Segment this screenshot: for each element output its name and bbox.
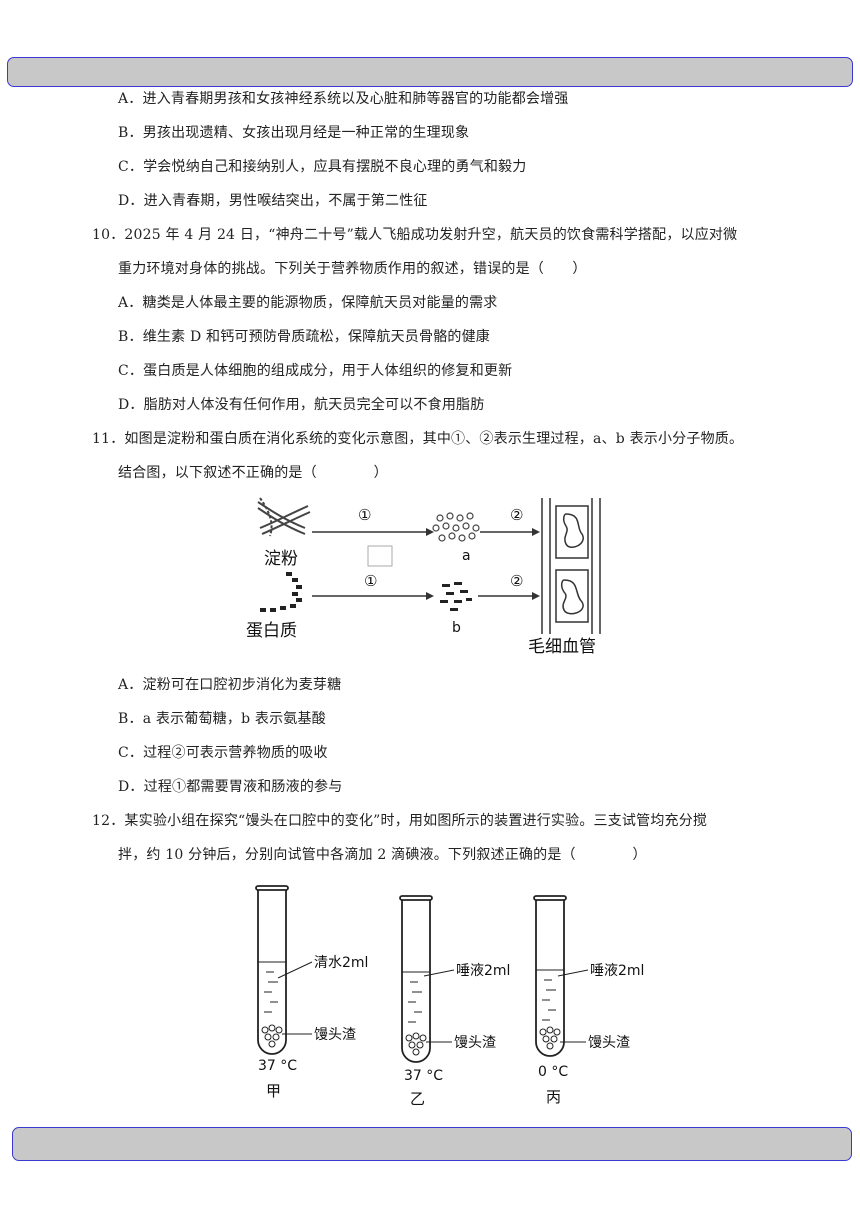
q11-option-c: C．过程②可表示营养物质的吸收 [118,745,328,761]
b-label: b [452,620,461,636]
q9-option-a: A．进入青春期男孩和女孩神经系统以及心脏和肺等器官的功能都会增强 [118,91,569,107]
q10-option-a: A．糖类是人体最主要的能源物质，保障航天员对能量的需求 [118,295,498,311]
q9-option-d: D．进入青春期，男性喉结突出，不属于第二性征 [118,193,428,209]
q9-option-c: C．学会悦纳自己和接纳别人，应具有摆脱不良心理的勇气和毅力 [118,159,527,175]
glucose-molecules-icon [432,512,480,542]
starch-label: 淀粉 [264,549,298,569]
tube-bing-icon [533,895,589,1057]
tube-yi-residue: 馒头渣 [454,1035,496,1051]
step1-bottom-label: ① [364,572,377,590]
tube-bing-residue: 馒头渣 [588,1035,630,1051]
tube-jia-temp: 37 °C [258,1058,297,1074]
q10-option-c: C．蛋白质是人体细胞的组成成分，用于人体组织的修复和更新 [118,363,513,379]
tube-yi-liquid: 唾液2ml [456,963,510,979]
starch-chain-icon [257,497,311,537]
tube-jia-name: 甲 [266,1082,281,1100]
q10-stem-line1: 10．2025 年 4 月 24 日，“神舟二十号”载人飞船成功发射升空，航天员… [92,227,738,243]
tube-jia-icon [255,885,313,1055]
q11-stem-line2: 结合图，以下叙述不正确的是（ ） [118,465,388,481]
q10-option-b: B．维生素 D 和钙可预防骨质疏松，保障航天员骨骼的健康 [118,329,491,345]
digestion-figure: 淀粉 蛋白质 ① ① a b ② ② [246,497,601,657]
tube-bing-temp: 0 °C [538,1064,568,1080]
header-bar [7,57,853,87]
step2-bottom-label: ② [510,572,523,590]
test-tubes-figure: 清水2ml 馒头渣 37 °C 甲 唾液2ml 馒头渣 37 °C 乙 唾液2m… [255,885,644,1108]
tube-yi-icon [399,895,455,1063]
footer-bar [12,1127,852,1161]
q12-stem-line1: 12．某实验小组在探究“馒头在口腔中的变化”时，用如图所示的装置进行实验。三支试… [92,813,708,829]
q10-stem-line2: 重力环境对身体的挑战。下列关于营养物质作用的叙述，错误的是（ ） [118,261,587,277]
q10-option-d: D．脂肪对人体没有任何作用，航天员完全可以不食用脂肪 [118,397,485,413]
tube-yi-name: 乙 [410,1090,425,1108]
tube-jia-liquid: 清水2ml [314,955,368,971]
step1-top-label: ① [358,506,371,524]
tube-yi-temp: 37 °C [404,1068,443,1084]
q11-option-d: D．过程①都需要胃液和肠液的参与 [118,779,343,795]
tube-jia-residue: 馒头渣 [314,1027,356,1043]
q11-option-b: B．a 表示葡萄糖，b 表示氨基酸 [118,711,326,727]
protein-label: 蛋白质 [246,621,297,641]
blank-box [367,545,393,567]
q11-option-a: A．淀粉可在口腔初步消化为麦芽糖 [118,677,342,693]
q11-stem-line1: 11．如图是淀粉和蛋白质在消化系统的变化示意图，其中①、②表示生理过程，a、b … [92,431,744,447]
tube-bing-name: 丙 [546,1088,561,1106]
capillary-label: 毛细血管 [528,637,596,657]
amino-acids-icon [440,582,472,611]
step2-top-label: ② [510,506,523,524]
q12-stem-line2: 拌，约 10 分钟后，分别向试管中各滴加 2 滴碘液。下列叙述正确的是（ ） [118,847,647,863]
capillary-icon [541,498,601,634]
protein-chain-icon [260,572,302,612]
a-label: a [462,548,471,564]
tube-bing-liquid: 唾液2ml [590,963,644,979]
q9-option-b: B．男孩出现遗精、女孩出现月经是一种正常的生理现象 [118,125,470,141]
